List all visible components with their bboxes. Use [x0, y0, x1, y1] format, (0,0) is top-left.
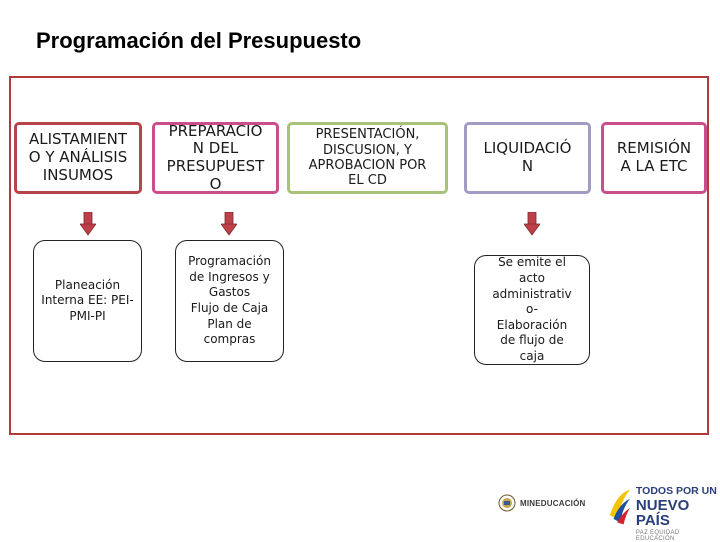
down-arrow-icon: [524, 212, 540, 236]
detail-programacion-box: Programación de Ingresos y Gastos Flujo …: [175, 240, 284, 362]
detail-planeacion-box: Planeación Interna EE: PEI- PMI-PI: [33, 240, 142, 362]
campaign-line-2: NUEVO PAÍS: [635, 496, 690, 529]
page-title: Programación del Presupuesto: [36, 28, 362, 53]
phase-presentacion-box: PRESENTACIÓN, DISCUSION, Y APROBACION PO…: [287, 122, 448, 194]
mineducacion-label: MINEDUCACIÓN: [520, 498, 586, 508]
phase-alistamiento-box: ALISTAMIENT O Y ANÁLISIS INSUMOS: [14, 122, 142, 194]
diagram-frame: [9, 76, 709, 435]
colombia-flag-swoosh-icon: [609, 489, 631, 525]
down-arrow-icon: [221, 212, 237, 236]
phase-remision-box: REMISIÓN A LA ETC: [601, 122, 707, 194]
detail-acto-administrativo-box: Se emite el acto administrativ o- Elabor…: [474, 255, 590, 365]
campaign-line-3: PAZ EQUIDAD EDUCACIÓN: [635, 529, 680, 542]
down-arrow-icon: [80, 212, 96, 236]
phase-preparacion-box: PREPARACIÓ N DEL PRESUPUEST O: [152, 122, 279, 194]
coat-of-arms-icon: [498, 494, 516, 512]
footer-logos: MINEDUCACIÓN TODOS POR UN NUEVO PAÍS PAZ…: [488, 484, 720, 542]
phase-liquidacion-box: LIQUIDACIÓ N: [464, 122, 591, 194]
campaign-line-1: TODOS POR UN: [635, 485, 717, 497]
mineducacion-logo: MINEDUCACIÓN: [498, 494, 586, 512]
todos-por-un-nuevo-pais-logo: TODOS POR UN NUEVO PAÍS PAZ EQUIDAD EDUC…: [608, 486, 720, 542]
